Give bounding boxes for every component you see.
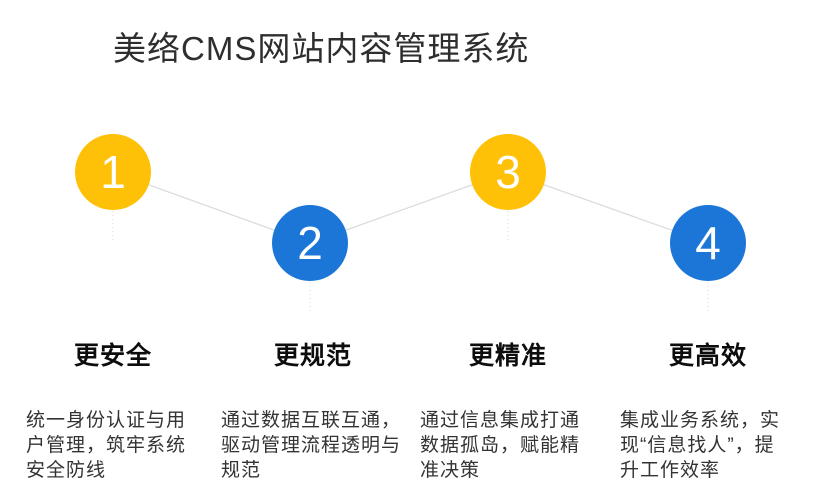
step-description-line: 规范 [221, 460, 262, 481]
page-title: 美络CMS网站内容管理系统 [113, 30, 530, 67]
step-heading-1: 更安全 [73, 342, 152, 370]
step-number-3: 3 [495, 146, 521, 198]
step-description-line: 统一身份认证与用 [26, 410, 187, 431]
step-description-line: 准决策 [420, 460, 481, 481]
step-column-1: 更安全 统一身份认证与用 户管理，筑牢系统 安全防线 [26, 336, 200, 483]
step-heading-2: 更规范 [273, 342, 352, 370]
step-description-2: 通过数据互联互通， 驱动管理流程透明与 规范 [221, 408, 405, 483]
step-description-line: 升工作效率 [620, 460, 721, 481]
step-circle-1: 1 [75, 134, 151, 210]
step-description-line: 通过数据互联互通， [221, 410, 402, 431]
step-heading-4: 更高效 [668, 342, 747, 370]
step-description-4: 集成业务系统，实 现“信息找人”，提 升工作效率 [620, 408, 796, 483]
step-description-line: 户管理，筑牢系统 [26, 435, 187, 456]
step-number-4: 4 [695, 217, 721, 269]
step-description-line: 集成业务系统，实 [620, 410, 781, 431]
step-circle-2: 2 [272, 205, 348, 281]
step-column-2: 更规范 通过数据互联互通， 驱动管理流程透明与 规范 [221, 336, 405, 483]
step-description-line: 驱动管理流程透明与 [221, 435, 402, 456]
step-description-line: 数据孤岛，赋能精 [420, 435, 581, 456]
step-circle-3: 3 [470, 134, 546, 210]
step-column-4: 更高效 集成业务系统，实 现“信息找人”，提 升工作效率 [620, 336, 796, 483]
step-description-line: 安全防线 [26, 460, 107, 481]
step-column-3: 更精准 通过信息集成打通 数据孤岛，赋能精 准决策 [420, 336, 596, 483]
step-description-3: 通过信息集成打通 数据孤岛，赋能精 准决策 [420, 408, 596, 483]
step-number-2: 2 [297, 217, 323, 269]
step-circle-4: 4 [670, 205, 746, 281]
step-description-1: 统一身份认证与用 户管理，筑牢系统 安全防线 [26, 408, 200, 483]
step-description-line: 现“信息找人”，提 [620, 435, 775, 456]
step-heading-3: 更精准 [468, 342, 547, 370]
step-description-line: 通过信息集成打通 [420, 410, 581, 431]
step-number-1: 1 [100, 146, 126, 198]
